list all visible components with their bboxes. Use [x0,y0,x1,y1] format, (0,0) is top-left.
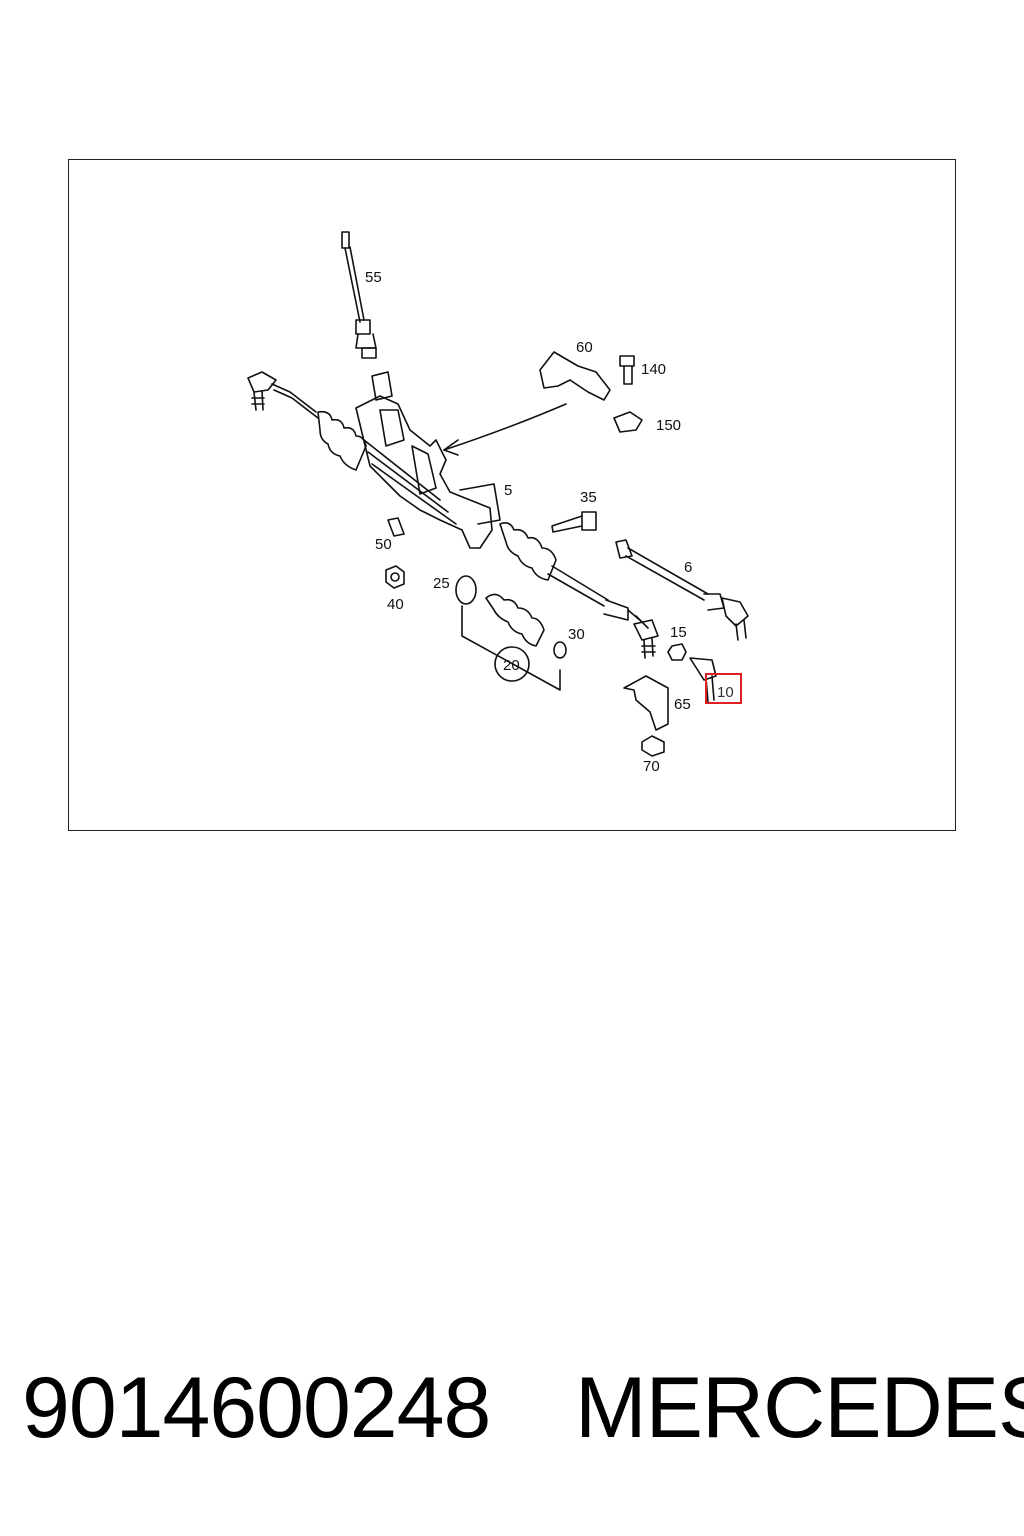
callout-65: 65 [674,696,691,713]
callout-40: 40 [387,596,404,613]
kit-bracket-line [461,605,561,691]
tie-rod-part-6 [615,539,749,641]
arrow-head [443,439,459,456]
ring-part-25 [455,575,477,605]
callout-35: 35 [580,489,597,506]
part-number: 9014600248 [22,1360,491,1456]
bracket-part-65 [623,675,669,731]
highlight-box [705,673,742,704]
sleeve-part-50 [387,517,405,537]
steering-shaft-part [341,231,377,359]
callout-140: 140 [641,361,666,378]
callout-70: 70 [643,758,660,775]
bolt-part-140 [619,355,635,385]
ball-joint-part-10 [689,657,717,703]
nut-part-15 [667,643,687,661]
assembly-arrow [443,403,567,451]
callout-25: 25 [433,575,450,592]
kit-circle-20 [494,646,530,682]
brand-name: MERCEDES [575,1360,1024,1456]
callout-5: 5 [504,482,512,499]
callout-55: 55 [365,269,382,286]
callout-20: 20 [503,657,520,674]
diagram-frame [68,159,956,831]
clamp-part-30 [553,641,567,659]
bracket-part-60 [539,351,611,401]
callout-6: 6 [684,559,692,576]
boot-part-20 [485,593,545,647]
callout-15: 15 [670,624,687,641]
nut-part-70 [641,735,665,757]
callout-50: 50 [375,536,392,553]
steering-rack-part [247,371,659,659]
callout-60: 60 [576,339,593,356]
callout-10: 10 [717,684,734,701]
clip-part-150 [613,411,643,433]
bolt-part-35 [551,511,597,533]
callout-30: 30 [568,626,585,643]
callout-150: 150 [656,417,681,434]
nut-part-40 [385,565,405,589]
